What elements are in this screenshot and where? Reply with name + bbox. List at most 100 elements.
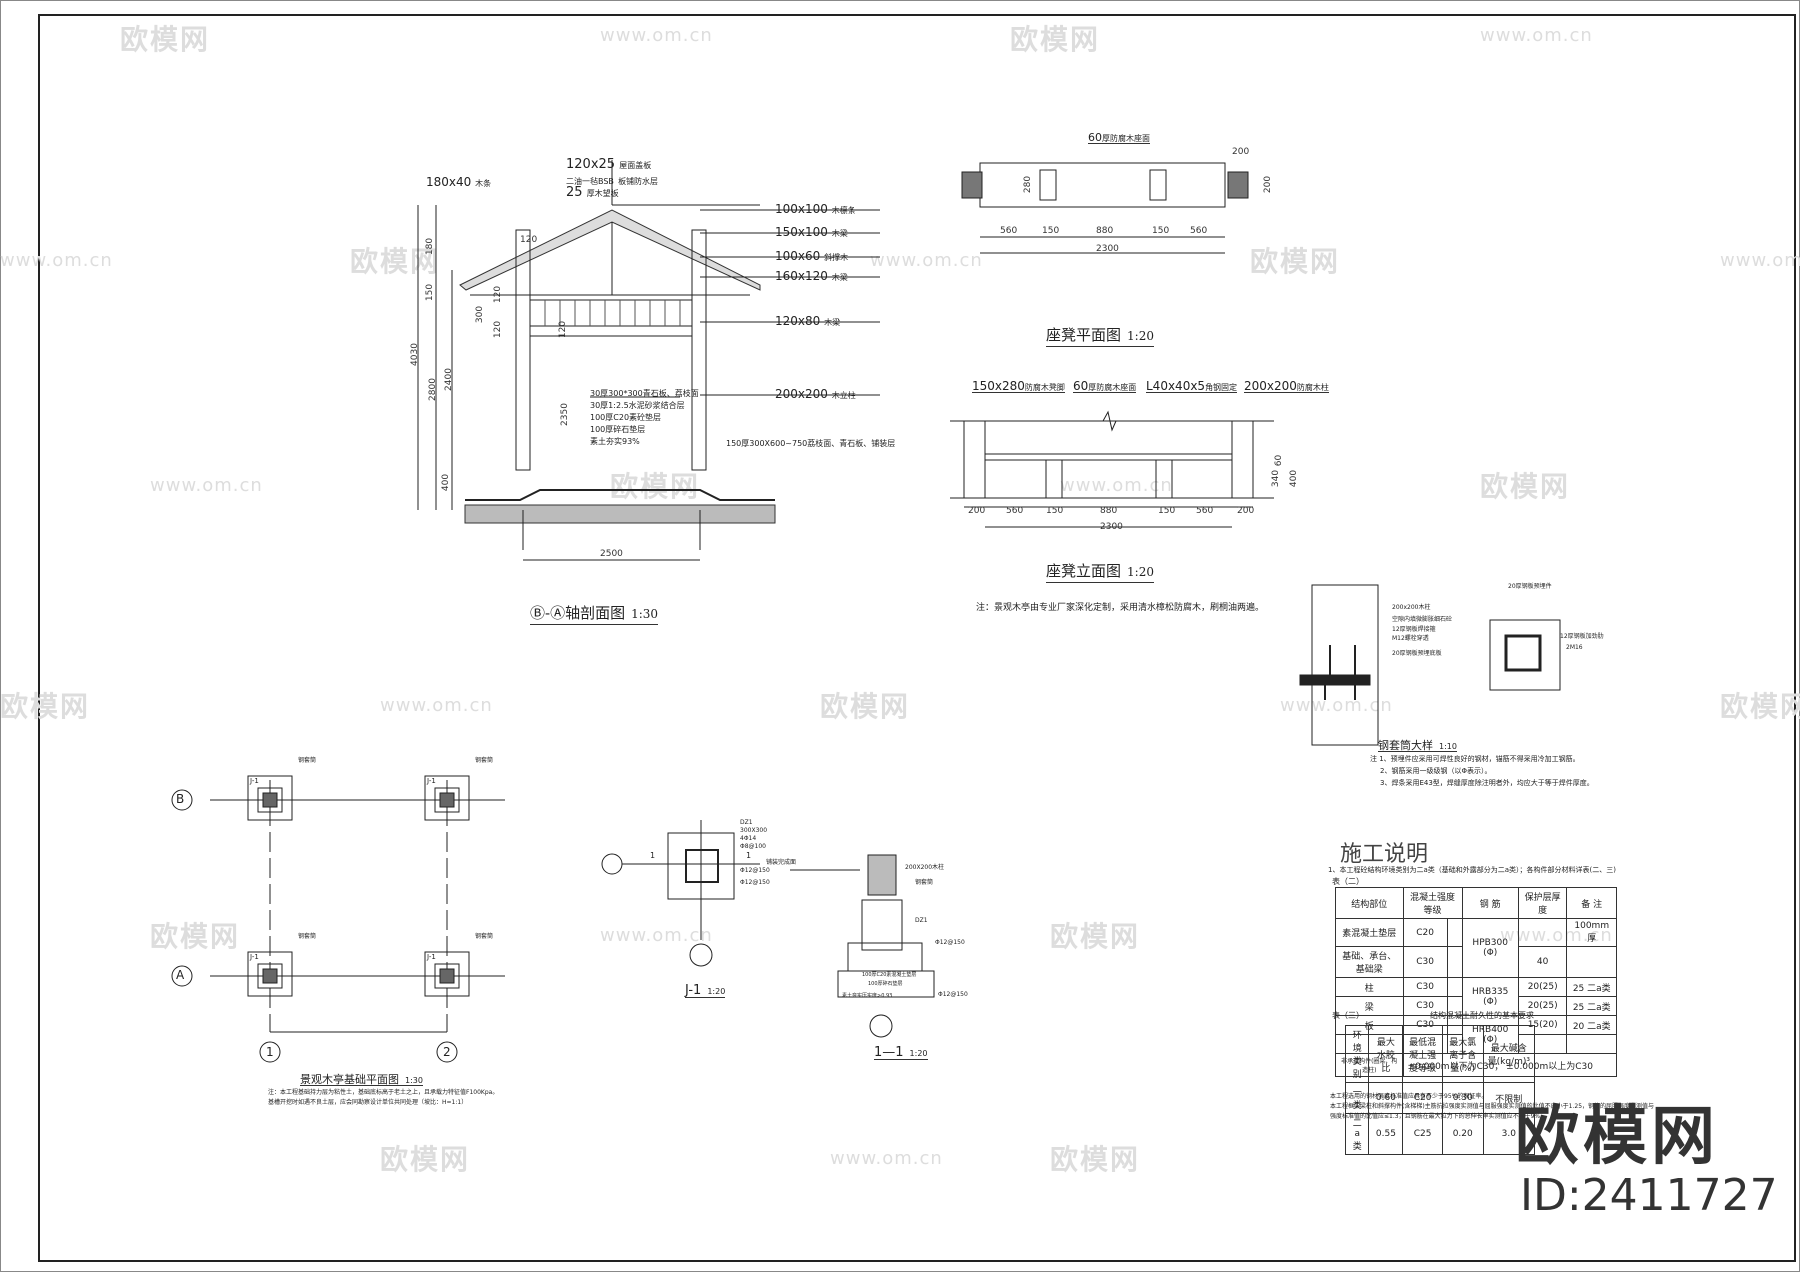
watermark-brand: 欧模网 <box>1010 23 1101 56</box>
watermark-url: www.om.cn <box>1720 250 1800 271</box>
bench-elevation-note: 注：景观木亭由专业厂家深化定制，采用清水樟松防腐木，刷桐油两遍。 <box>976 603 1265 613</box>
th: 钢 筋 <box>1461 887 1519 919</box>
dim-span: 2500 <box>600 549 623 559</box>
watermark-url: www.om.cn <box>1060 475 1173 496</box>
elev-dim-0: 200 <box>968 506 986 516</box>
materials-table: 结构部位 混凝土强度等级 钢 筋 保护层厚度 备 注 素混凝土垫层 C20 HP… <box>1335 887 1617 1077</box>
elev-label-3: 200x200防腐木柱 <box>1244 379 1329 393</box>
dim-h9: 120 <box>558 320 569 339</box>
table3-label: 表（三） <box>1332 1011 1364 1020</box>
watermark-brand: 欧模网 <box>1050 1143 1141 1176</box>
steel-note-1: 注 1、预埋件应采用可焊性良好的钢材，锚筋不得采用冷加工钢筋。 <box>1370 755 1580 763</box>
th: 最大碱含量(kg/m)³ <box>1482 1025 1536 1083</box>
elev-dim-6: 200 <box>1237 506 1255 516</box>
j1-label-2: 4Φ14 <box>740 835 757 842</box>
watermark-url: www.om.cn <box>0 250 113 271</box>
dim-h3: 400 <box>441 473 452 492</box>
section-mark: 1 <box>746 851 752 860</box>
th: 保护层厚度 <box>1517 887 1568 919</box>
th: 最大水胶比 <box>1368 1025 1404 1083</box>
footing-label: J-1 <box>427 777 436 785</box>
watermark-brand: 欧模网 <box>610 470 701 503</box>
d11-label-7: 素土夯实压实度>0.93 <box>842 993 893 999</box>
table2-label: 表（二） <box>1332 877 1364 886</box>
elev-dim-total: 2300 <box>1100 522 1123 532</box>
watermark-brand: 欧模网 <box>0 690 91 723</box>
dim-h2: 2400 <box>443 368 454 391</box>
watermark-brand: 欧模网 <box>1480 470 1571 503</box>
steel-label-5: 20厚钢板预埋件 <box>1508 583 1552 590</box>
floor-layer-1: 30厚300*300青石板、荔枝面 <box>590 389 699 398</box>
label-beam-top: 120x25 屋面盖板 <box>566 157 652 172</box>
callout-sleeve: 钢套筒 <box>298 933 317 940</box>
label-beam3: 160x120 木梁 <box>775 269 848 283</box>
watermark-brand: 欧模网 <box>820 690 911 723</box>
dim-h4: 150 <box>425 283 436 302</box>
steel-note-2: 2、钢筋采用一级级钢（以Φ表示）。 <box>1380 767 1492 775</box>
plan-dim-total: 2300 <box>1096 244 1119 254</box>
axis-a-label: A <box>176 968 185 982</box>
watermark-url: www.om.cn <box>1480 25 1593 46</box>
foundation-note-1: 注：本工程基础持力层为粘性土，基础底标高于老土之上，且承载力特征值F100Kpa… <box>268 1089 499 1096</box>
d11-label-1: 200X200木柱 <box>905 864 945 871</box>
callout-sleeve: 钢套筒 <box>475 757 494 764</box>
label-osb: 二油一毡BSB 板铺防水层 <box>566 177 659 186</box>
dim-col-h: 2350 <box>559 403 570 426</box>
elev-h-mid: 340 <box>1271 469 1282 488</box>
dim-h1: 2800 <box>427 378 438 401</box>
plan-dim-0: 560 <box>1000 226 1018 236</box>
foundation-note-2: 基槽开挖时如遇不良土层，应会同勘察设计单位共同处理（坡比：H=1:1） <box>268 1099 468 1106</box>
dim-top: 120 <box>520 235 538 245</box>
j1-label-4: Φ12@150 <box>740 867 770 874</box>
plan-dim-2: 880 <box>1096 226 1114 236</box>
watermark-url: www.om.cn <box>150 475 263 496</box>
table-row: 一类 0.60 C20 0.30 不限制 <box>1344 1082 1536 1114</box>
d11-label-0: 铺装完成面 <box>766 859 797 866</box>
dim-total-height: 4030 <box>409 343 420 366</box>
label-purlin1: 100x100 木檩条 <box>775 202 856 216</box>
floor-layer-5: 素土夯实93% <box>590 437 640 446</box>
floor-layer-2: 30厚1:2.5水泥砂浆结合层 <box>590 401 685 410</box>
bench-plan-label: 60厚防腐木座面 <box>1088 131 1150 144</box>
steel-label-4: 20厚钢板预埋底板 <box>1392 650 1442 657</box>
table-row: 梁 C30 20(25) 25 二a类 <box>1335 996 1617 1016</box>
j1-label-1: 300X300 <box>740 827 768 834</box>
callout-sleeve: 钢套筒 <box>298 757 317 764</box>
elev-dim-3: 880 <box>1100 506 1118 516</box>
watermark-brand: 欧模网 <box>120 23 211 56</box>
plan-dim-1: 150 <box>1042 226 1060 236</box>
watermark-brand: 欧模网 <box>1250 245 1341 278</box>
construction-notes-title: 施工说明 <box>1340 842 1429 867</box>
floor-layer-3: 100厚C20素砼垫层 <box>590 413 662 422</box>
label-beam4: 120x80 木梁 <box>775 314 841 328</box>
j1-label-5: Φ12@150 <box>740 879 770 886</box>
steel-label-6: 12厚钢板加劲肋 <box>1560 633 1604 640</box>
d11-label-2: 钢套筒 <box>915 879 934 886</box>
th: 最大氯离子含量(%) <box>1441 1025 1484 1083</box>
d11-label-5: 100厚C20素混凝土垫层 <box>862 972 917 978</box>
axis-b-label: B <box>176 792 185 806</box>
watermark-url: www.om.cn <box>600 925 713 946</box>
brand-id: ID:2411727 <box>1520 1170 1778 1221</box>
elev-h-total: 400 <box>1289 469 1300 488</box>
plan-dim-3: 150 <box>1152 226 1170 236</box>
axis-1-label: 1 <box>266 1045 274 1059</box>
watermark-brand: 欧模网 <box>350 245 441 278</box>
watermark-url: www.om.cn <box>380 695 493 716</box>
elev-dim-2: 150 <box>1046 506 1064 516</box>
brand-watermark: 欧模网 <box>1515 1100 1719 1174</box>
j1-label-0: DZ1 <box>740 819 753 826</box>
watermark-url: www.om.cn <box>600 25 713 46</box>
dim-inner-h: 280 <box>1023 175 1034 194</box>
dim-h7: 120 <box>493 285 504 304</box>
table3-title: 结构混凝土耐久性的基本要求 <box>1430 1011 1534 1020</box>
footer-note-3: 强度标准值的比值应≤1.3，且钢筋在最大拉力下的总伸长率实测值应不小于9%。 <box>1330 1113 1547 1120</box>
footer-note-2: 本工程框架梁柱和斜撑构件(含梯梯)主筋抗拉强度实测值与屈服强度实测值的比值不应小… <box>1330 1103 1655 1110</box>
d11-label-6: 100厚碎石垫层 <box>868 981 903 987</box>
